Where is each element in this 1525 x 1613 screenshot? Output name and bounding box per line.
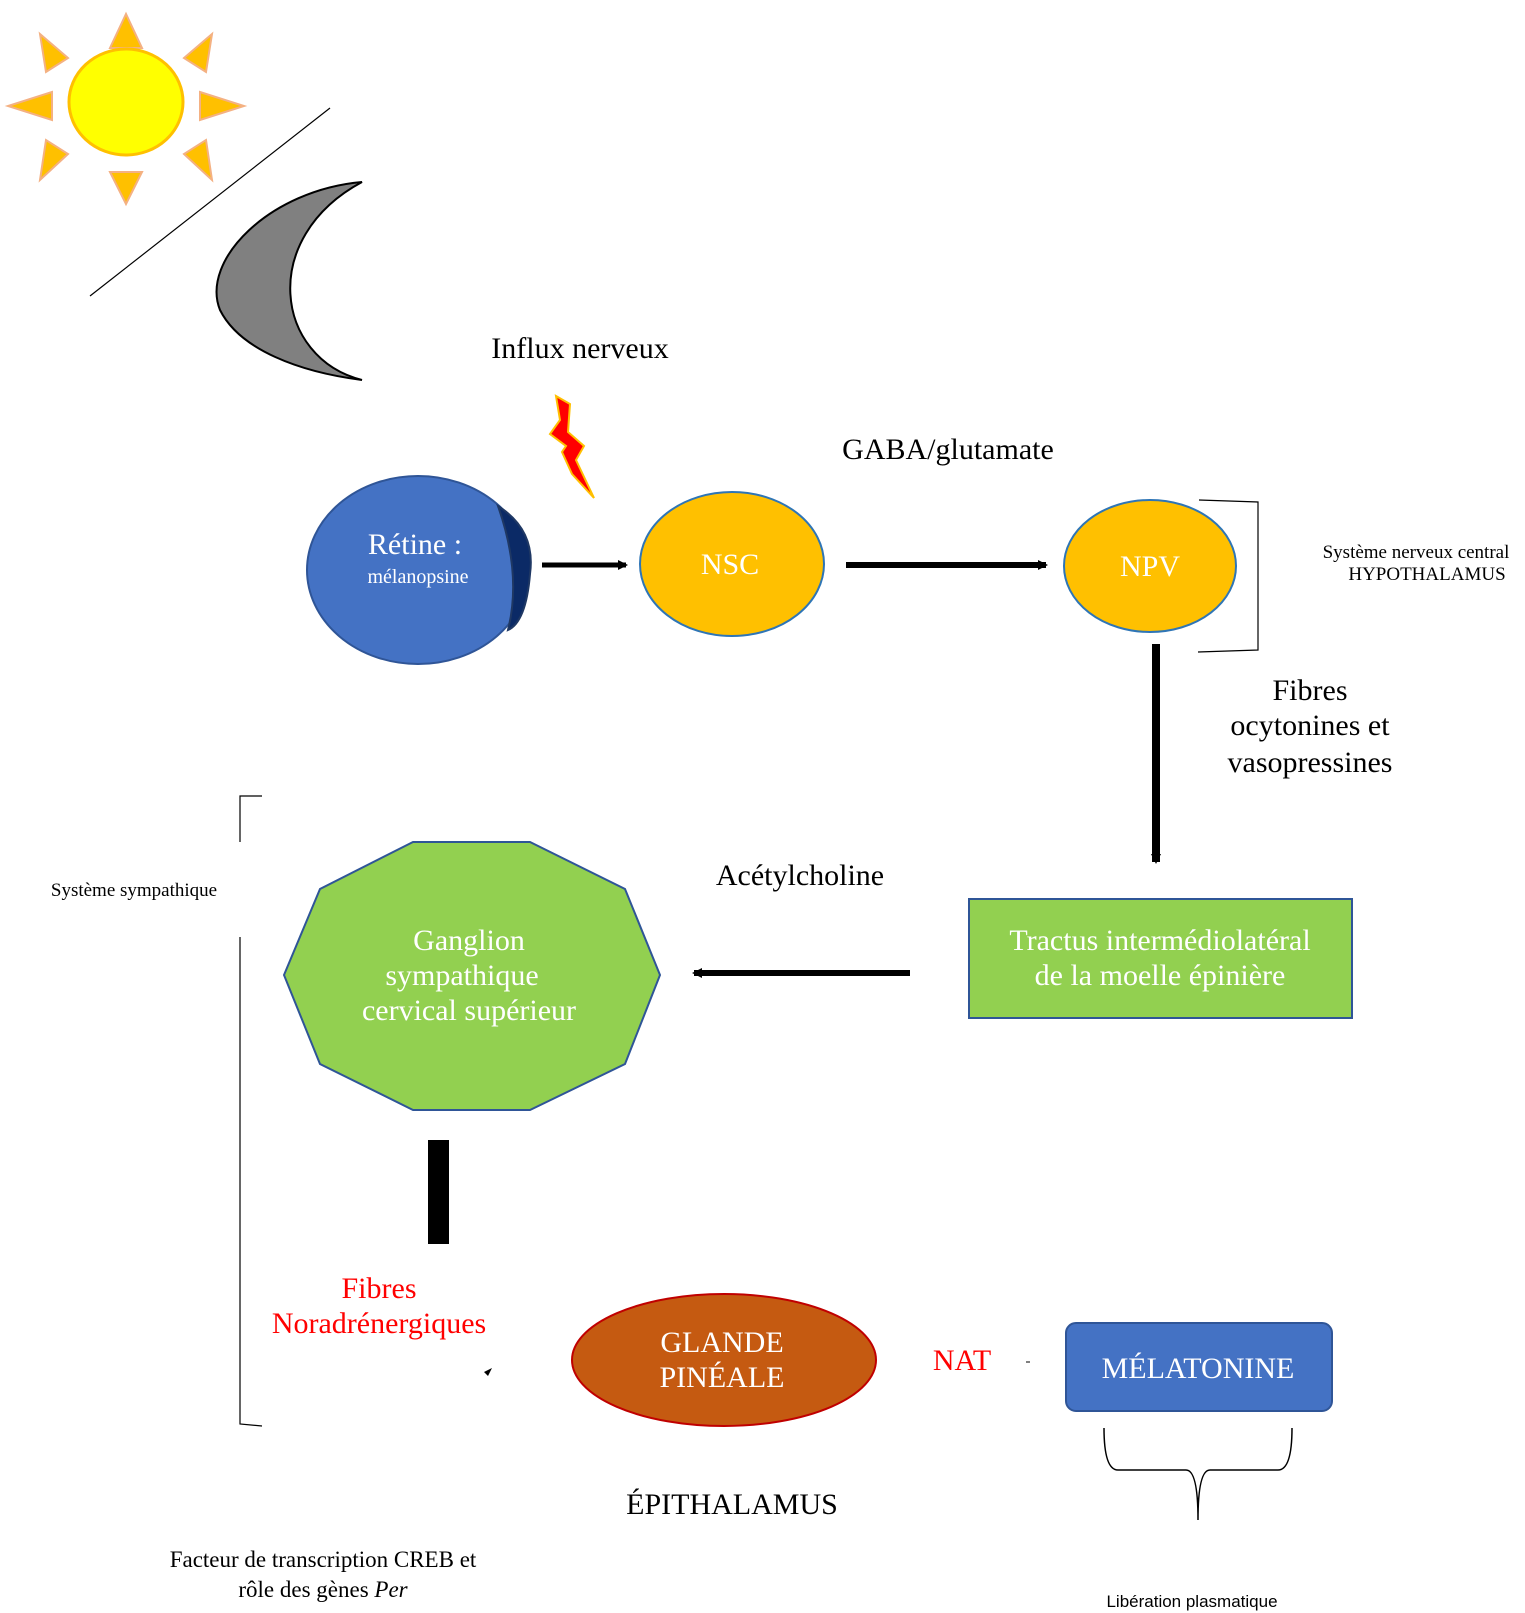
ganglion-line2: sympathique — [385, 959, 538, 992]
melatonin-node: MÉLATONINE — [1065, 1322, 1333, 1412]
retina-node: Rétine : mélanopsine — [306, 475, 532, 665]
sympathetic-bracket-bottom — [239, 937, 263, 1427]
fibres-arrowhead-mark — [484, 1368, 492, 1376]
day-night-separator — [89, 107, 331, 297]
pineal-gland-node: GLANDE PINÉALE — [571, 1293, 877, 1427]
hypothalamus-bracket — [1197, 499, 1259, 653]
tractus-line1: Tractus intermédiolatéral — [1009, 924, 1310, 957]
lightning-icon — [548, 394, 595, 499]
nsc-node: NSC — [639, 491, 825, 637]
tractus-node: Tractus intermédiolatéral de la moelle é… — [968, 898, 1353, 1019]
plasma-release-label: Libération plasmatique — [1106, 1592, 1277, 1611]
plasma-release-brace — [1103, 1427, 1293, 1521]
ganglion-line1: Ganglion — [413, 924, 525, 957]
fibres-oxy-line3: vasopressines — [1228, 746, 1393, 779]
fibres-nor-line2: Noradrénergiques — [272, 1307, 486, 1340]
melatonin-label: MÉLATONINE — [1102, 1352, 1295, 1385]
fibres-nor-line1: Fibres — [342, 1272, 417, 1305]
pineal-line2: PINÉALE — [660, 1361, 785, 1394]
creb-line1: Facteur de transcription CREB et — [170, 1547, 477, 1572]
nat-label: NAT — [933, 1344, 991, 1377]
retina-subtitle: mélanopsine — [367, 566, 468, 588]
fibres-oxy-line2: ocytonines et — [1230, 709, 1390, 742]
npv-label: NPV — [1120, 550, 1180, 583]
nsc-label: NSC — [701, 548, 759, 581]
pineal-line1: GLANDE — [660, 1326, 783, 1359]
creb-line2-italic: Per — [373, 1577, 408, 1602]
creb-line2-prefix: rôle des gènes — [238, 1577, 374, 1602]
acetylcholine-label: Acétylcholine — [716, 859, 884, 892]
ganglion-output-bar — [428, 1140, 449, 1244]
moon-icon — [215, 181, 363, 381]
retina-lens — [496, 503, 532, 632]
influx-label: Influx nerveux — [491, 332, 668, 365]
sympathetic-label: Système sympathique — [51, 880, 217, 901]
ganglion-line3: cervical supérieur — [362, 994, 576, 1027]
tractus-line2: de la moelle épinière — [1035, 959, 1286, 992]
snc-label-line2: HYPOTHALAMUS — [1348, 564, 1505, 585]
sun-icon — [4, 11, 248, 207]
npv-node: NPV — [1063, 499, 1237, 633]
epithalamus-label: ÉPITHALAMUS — [626, 1488, 838, 1521]
fibres-oxy-line1: Fibres — [1273, 674, 1348, 707]
sympathetic-bracket-top — [239, 795, 262, 842]
creb-line2: rôle des gènes Per — [238, 1577, 408, 1602]
ganglion-node: Ganglion sympathique cervical supérieur — [282, 841, 662, 1111]
gaba-label: GABA/glutamate — [842, 433, 1054, 466]
retina-title: Rétine : — [368, 528, 462, 561]
snc-label-line1: Système nerveux central — [1323, 542, 1510, 563]
